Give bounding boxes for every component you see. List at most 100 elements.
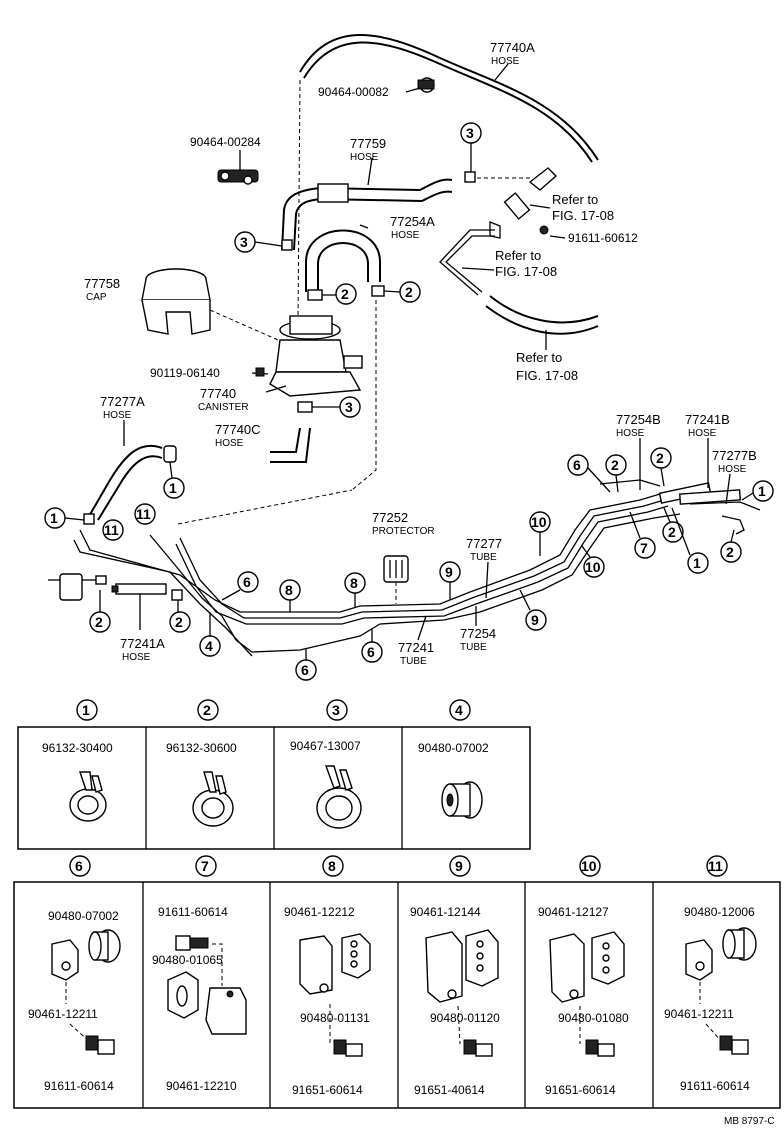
fuel-filter-part: [48, 573, 107, 601]
clip-6-drawing: [51, 929, 121, 1055]
part-11-a: 90480-12006: [684, 905, 755, 919]
part-90480-07002-a: 90480-07002: [418, 741, 489, 755]
hose-77759: [281, 178, 453, 251]
marker-1-a-label: 1: [169, 480, 177, 496]
label-77254: 77254: [460, 626, 496, 641]
hose-77277a: [87, 444, 177, 521]
label-77277a-sub: HOSE: [103, 410, 132, 421]
row2-marker-11: 11: [708, 858, 723, 874]
marker-2-d: [169, 611, 191, 633]
label-refer-2b: FIG. 17-08: [495, 264, 557, 279]
marker-3-a-label: 3: [466, 125, 474, 141]
marker-10-b: [583, 556, 605, 578]
canister-77740-part: [269, 315, 363, 397]
marker-8-a-label: 8: [285, 582, 293, 598]
marker-1-c: [752, 480, 774, 502]
label-77241b: 77241B: [685, 412, 730, 427]
marker-6-a: [237, 571, 259, 593]
clamp-1-drawing: [69, 771, 107, 822]
marker-6-d-label: 6: [573, 457, 581, 473]
part-6-a: 90480-07002: [48, 909, 119, 923]
marker-11-a: [102, 519, 124, 541]
marker-11-b-label: 11: [136, 506, 151, 522]
label-77740-sub: CANISTER: [198, 402, 249, 413]
clamp-2-drawing: [192, 771, 234, 827]
footer-code: MB 8797-C: [724, 1116, 775, 1127]
protector-77252-part: [383, 555, 409, 583]
row1-marker-1: 1: [82, 702, 90, 718]
label-77740c-sub: HOSE: [215, 438, 244, 449]
marker-10-a-label: 10: [531, 514, 547, 530]
label-77241-sub: TUBE: [400, 656, 427, 667]
label-91611-60612: 91611-60612: [568, 231, 638, 245]
part-9-b: 90480-01120: [430, 1011, 500, 1025]
part-96132-30600: 96132-30600: [166, 741, 237, 755]
label-77241b-sub: HOSE: [688, 428, 717, 439]
label-refer-2a: Refer to: [495, 248, 541, 263]
marker-2-h-label: 2: [726, 544, 734, 560]
marker-6-c-label: 6: [367, 644, 375, 660]
clip-9-drawing: [425, 929, 499, 1057]
label-77277b: 77277B: [712, 448, 757, 463]
marker-2-c: [89, 611, 111, 633]
part-96132-30400: 96132-30400: [42, 741, 113, 755]
marker-7-a-label: 7: [640, 540, 648, 556]
label-refer-1a: Refer to: [552, 192, 598, 207]
label-77758-sub: CAP: [86, 292, 107, 303]
marker-2-g: [662, 521, 684, 543]
label-77277: 77277: [466, 536, 502, 551]
parts-table-row1: [17, 726, 531, 850]
row1-marker-4: 4: [455, 702, 463, 718]
label-77740a-sub: HOSE: [491, 56, 520, 67]
marker-11-a-label: 11: [104, 522, 119, 538]
row2-marker-7: 7: [201, 858, 209, 874]
marker-9-a-label: 9: [445, 564, 453, 580]
marker-10-b-label: 10: [585, 559, 601, 575]
label-77241a: 77241A: [120, 636, 165, 651]
row2-marker-9: 9: [455, 858, 463, 874]
hose-77241a: [111, 583, 167, 595]
label-refer-3b: FIG. 17-08: [516, 368, 578, 383]
marker-2-f-label: 2: [656, 450, 664, 466]
label-77740a: 77740A: [490, 40, 535, 55]
label-90464-00082: 90464-00082: [318, 85, 389, 99]
marker-2-b: [399, 281, 421, 303]
hose-77740c: [270, 427, 301, 453]
clip-8-drawing: [299, 933, 371, 1057]
label-77277b-sub: HOSE: [718, 464, 747, 475]
label-77241: 77241: [398, 640, 434, 655]
part-7-a: 91611-60614: [158, 905, 228, 919]
label-77277a: 77277A: [100, 394, 145, 409]
marker-2-g-label: 2: [668, 524, 676, 540]
part-9-c: 91651-40614: [414, 1083, 485, 1097]
marker-9-b: [525, 609, 547, 631]
marker-1-a: [163, 477, 185, 499]
main-tube-bundle: [73, 493, 681, 657]
label-77740c: 77740C: [215, 422, 261, 437]
row2-marker-8: 8: [328, 858, 336, 874]
part-90467-13007: 90467-13007: [290, 739, 361, 753]
row2-marker-6: 6: [75, 858, 83, 874]
marker-11-b: [134, 503, 156, 525]
part-8-b: 90480-01131: [300, 1011, 370, 1025]
label-refer-3a: Refer to: [516, 350, 562, 365]
part-10-c: 91651-60614: [545, 1083, 616, 1097]
label-77277-sub: TUBE: [470, 552, 497, 563]
marker-7-a: [634, 537, 656, 559]
row1-marker-2: 2: [203, 702, 211, 718]
clamp-90464-00082-part: [417, 77, 435, 93]
row2-marker-10: 10: [581, 858, 597, 874]
part-10-b: 90480-01080: [558, 1011, 629, 1025]
part-11-b: 90461-12211: [664, 1007, 734, 1021]
marker-2-a-label: 2: [341, 286, 349, 302]
marker-2-a: [335, 283, 357, 305]
marker-6-a-label: 6: [243, 574, 251, 590]
marker-3-c-label: 3: [345, 399, 353, 415]
part-7-c: 90461-12210: [166, 1079, 237, 1093]
label-77241a-sub: HOSE: [122, 652, 151, 663]
marker-2-d-label: 2: [175, 614, 183, 630]
part-8-c: 91651-60614: [292, 1083, 363, 1097]
clip-10-drawing: [549, 931, 625, 1057]
